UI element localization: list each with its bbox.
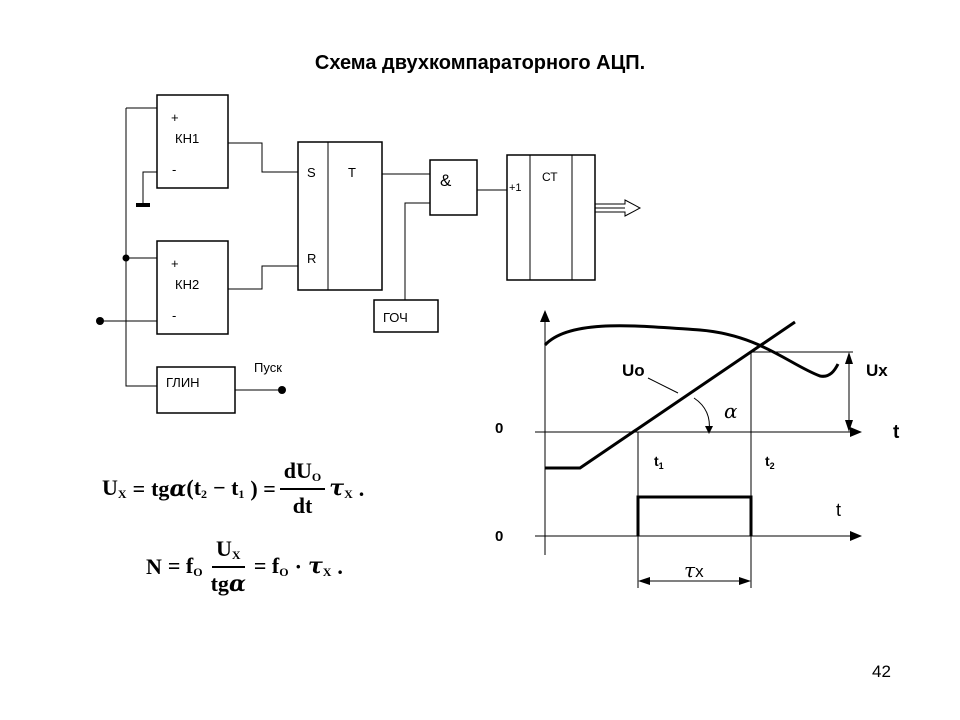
trigger-s: S	[307, 165, 316, 180]
formula1-close: ) =	[250, 475, 276, 501]
formula2-f2: = fO	[253, 553, 289, 579]
ux-label: Ux	[866, 361, 888, 380]
formula2-f: = fO	[167, 553, 203, 579]
formula1-tg: tg	[151, 475, 170, 501]
kn2-plus: +	[171, 256, 179, 271]
formula1-eq: =	[132, 475, 146, 501]
graph-t-arrow-top	[850, 427, 862, 437]
page-number: 42	[872, 662, 891, 681]
formula-n: N = fO UX tgα = fO · τX .	[146, 536, 343, 597]
t1-label: t1	[654, 453, 664, 471]
formula2-mul: ·	[294, 553, 302, 579]
t-axis-top-label: t	[893, 422, 900, 443]
kn1-ground-wire	[142, 171, 157, 204]
formula2-fraction: UX tgα	[207, 536, 250, 597]
formula2-tau: τX	[307, 553, 332, 579]
uo-label-pointer	[647, 377, 679, 394]
goch-to-and-wire	[404, 202, 430, 300]
input-bus-wire	[125, 107, 157, 387]
formula1-derivative: dUO dt	[279, 458, 326, 519]
ux-input-terminal	[96, 317, 104, 325]
formula1-t2: (t2	[186, 475, 208, 501]
ux-amplitude-arrow-down	[845, 420, 853, 432]
kn1-output-wire	[228, 142, 298, 173]
comparator-kn2	[156, 240, 229, 335]
formula2-n: N	[146, 553, 162, 579]
counter-input-label: +1	[509, 182, 522, 194]
zero-bottom-label: 0	[495, 528, 503, 545]
formula2-denominator: tgα	[210, 571, 246, 597]
formula1-dot: .	[358, 475, 365, 501]
formula-ux: UX = tg α (t2 − t1 ) = dUO dt τX .	[102, 458, 364, 519]
trigger-t: Т	[348, 165, 356, 180]
start-label: Пуск	[254, 360, 282, 375]
schematic: + КН1 - + КН2 - ГЛИН Пуск S R Т & ГОЧ	[96, 94, 642, 414]
alpha-arc-arrow	[705, 426, 713, 434]
timing-graph: Uo Ux α 0 0 t t t1 t2 τx	[495, 310, 900, 588]
formula1-numerator: dUO	[279, 458, 326, 490]
rs-trigger	[297, 141, 383, 291]
formula2-numerator: UX	[211, 536, 245, 568]
and-gate-label: &	[440, 171, 452, 190]
kn1-plus: +	[171, 110, 179, 125]
ux-curve	[543, 324, 840, 378]
alpha-label: α	[724, 399, 738, 423]
formula1-tau: τX	[329, 475, 353, 501]
formula1-denominator: dt	[292, 493, 313, 518]
counter-label: СТ	[542, 170, 558, 184]
tau-x-label: τx	[684, 558, 704, 582]
counter-ct	[506, 154, 596, 281]
graph-t-arrow-bottom	[850, 531, 862, 541]
uo-ramp-line	[545, 320, 796, 470]
formula2-dot: .	[337, 553, 343, 579]
start-terminal	[278, 386, 286, 394]
kn2-minus: -	[172, 308, 176, 323]
clock-generator-goch	[373, 299, 439, 333]
graph-y-arrow	[540, 310, 550, 322]
zero-top-label: 0	[495, 420, 503, 437]
tau-arrow-left	[638, 577, 650, 585]
formula1-alpha: α	[169, 475, 187, 502]
t2-label: t2	[765, 453, 775, 471]
kn2-label: КН2	[175, 277, 199, 292]
t-axis-bottom-label: t	[836, 500, 841, 520]
ux-amplitude-arrow-up	[845, 352, 853, 364]
and-gate	[429, 159, 478, 216]
bus-junction	[122, 254, 130, 262]
uo-label: Uo	[622, 361, 645, 380]
trigger-r: R	[307, 251, 316, 266]
gate-pulse	[636, 495, 753, 536]
goch-label: ГОЧ	[383, 310, 408, 325]
kn1-label: КН1	[175, 131, 199, 146]
kn1-minus: -	[172, 162, 176, 177]
kn2-output-wire	[228, 265, 298, 290]
comparator-kn1	[156, 94, 229, 189]
tau-arrow-right	[739, 577, 751, 585]
glin-label: ГЛИН	[166, 375, 200, 390]
counter-output-arrow	[595, 199, 642, 217]
ramp-generator-glin	[156, 366, 236, 414]
formula1-t1: − t1	[213, 475, 245, 501]
page-title: Схема двухкомпараторного АЦП.	[314, 52, 646, 74]
formula1-ux: UX	[102, 475, 127, 501]
